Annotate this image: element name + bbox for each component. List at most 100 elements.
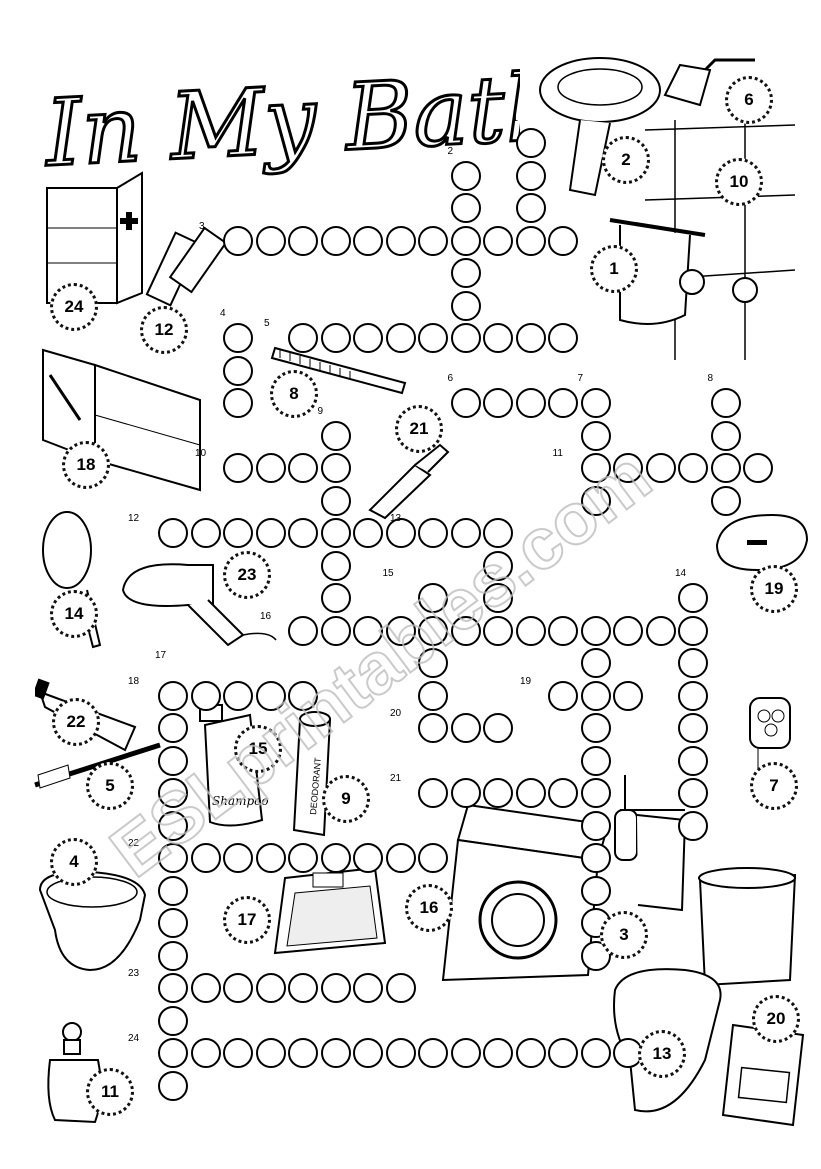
crossword-cell[interactable] (580, 680, 611, 711)
crossword-cell[interactable] (710, 420, 741, 451)
crossword-cell[interactable] (223, 1038, 253, 1068)
crossword-cell[interactable] (418, 1038, 448, 1068)
crossword-cell[interactable] (678, 615, 708, 646)
crossword-cell[interactable] (223, 388, 253, 418)
crossword-cell[interactable] (450, 225, 481, 256)
crossword-cell[interactable] (645, 453, 676, 483)
crossword-cell[interactable] (483, 388, 513, 418)
crossword-cell[interactable] (450, 290, 481, 321)
crossword-cell[interactable] (548, 1038, 578, 1068)
crossword-cell[interactable] (548, 225, 578, 256)
crossword-cell[interactable] (353, 615, 383, 646)
crossword-cell[interactable] (418, 323, 448, 353)
crossword-cell[interactable] (320, 583, 351, 613)
crossword-cell[interactable] (743, 453, 773, 483)
crossword-cell[interactable] (158, 778, 188, 808)
crossword-cell[interactable] (320, 323, 351, 353)
crossword-cell[interactable] (450, 1038, 481, 1068)
crossword-cell[interactable] (255, 973, 286, 1003)
crossword-cell[interactable] (158, 1070, 188, 1101)
crossword-cell[interactable] (483, 323, 513, 353)
crossword-cell[interactable] (678, 713, 708, 743)
crossword-cell[interactable] (515, 1038, 546, 1068)
crossword-cell[interactable] (320, 973, 351, 1003)
crossword-cell[interactable] (288, 973, 318, 1003)
crossword-cell[interactable] (385, 843, 416, 873)
crossword-cell[interactable] (483, 778, 513, 808)
crossword-cell[interactable] (385, 518, 416, 548)
crossword-cell[interactable] (158, 713, 188, 743)
crossword-cell[interactable] (255, 453, 286, 483)
crossword-cell[interactable] (483, 583, 513, 613)
crossword-cell[interactable] (223, 680, 253, 711)
crossword-cell[interactable] (158, 745, 188, 776)
crossword-cell[interactable] (255, 1038, 286, 1068)
crossword-cell[interactable] (450, 323, 481, 353)
crossword-cell[interactable] (158, 810, 188, 841)
crossword-cell[interactable] (223, 225, 253, 256)
crossword-cell[interactable] (223, 518, 253, 548)
crossword-cell[interactable] (613, 615, 643, 646)
crossword-cell[interactable] (450, 713, 481, 743)
crossword-cell[interactable] (288, 453, 318, 483)
crossword-cell[interactable] (158, 875, 188, 906)
crossword-cell[interactable] (158, 843, 188, 873)
crossword-cell[interactable] (255, 843, 286, 873)
crossword-cell[interactable] (548, 778, 578, 808)
crossword-cell[interactable] (483, 225, 513, 256)
crossword-cell[interactable] (548, 323, 578, 353)
crossword-cell[interactable] (418, 225, 448, 256)
crossword-cell[interactable] (515, 323, 546, 353)
crossword-cell[interactable] (385, 323, 416, 353)
crossword-cell[interactable] (158, 973, 188, 1003)
crossword-cell[interactable] (353, 973, 383, 1003)
crossword-cell[interactable] (320, 550, 351, 581)
crossword-cell[interactable] (548, 615, 578, 646)
crossword-cell[interactable] (710, 453, 741, 483)
crossword-cell[interactable] (483, 1038, 513, 1068)
crossword-cell[interactable] (678, 583, 708, 613)
crossword-cell[interactable] (418, 680, 448, 711)
crossword-cell[interactable] (483, 615, 513, 646)
crossword-cell[interactable] (580, 875, 611, 906)
crossword-cell[interactable] (515, 225, 546, 256)
crossword-cell[interactable] (223, 843, 253, 873)
crossword-cell[interactable] (190, 973, 221, 1003)
crossword-cell[interactable] (158, 518, 188, 548)
crossword-cell[interactable] (450, 615, 481, 646)
crossword-cell[interactable] (450, 160, 481, 191)
crossword-cell[interactable] (450, 778, 481, 808)
crossword-cell[interactable] (580, 420, 611, 451)
crossword-cell[interactable] (515, 388, 546, 418)
crossword-cell[interactable] (288, 615, 318, 646)
crossword-cell[interactable] (580, 810, 611, 841)
crossword-cell[interactable] (515, 128, 546, 158)
crossword-cell[interactable] (353, 225, 383, 256)
crossword-cell[interactable] (385, 973, 416, 1003)
crossword-cell[interactable] (190, 843, 221, 873)
crossword-cell[interactable] (580, 778, 611, 808)
crossword-cell[interactable] (418, 615, 448, 646)
crossword-cell[interactable] (580, 453, 611, 483)
crossword-cell[interactable] (418, 843, 448, 873)
crossword-cell[interactable] (580, 648, 611, 678)
crossword-cell[interactable] (483, 550, 513, 581)
crossword-cell[interactable] (353, 323, 383, 353)
crossword-cell[interactable] (223, 453, 253, 483)
crossword-cell[interactable] (288, 843, 318, 873)
crossword-cell[interactable] (353, 518, 383, 548)
crossword-cell[interactable] (353, 1038, 383, 1068)
crossword-cell[interactable] (450, 388, 481, 418)
crossword-cell[interactable] (613, 680, 643, 711)
crossword-cell[interactable] (678, 810, 708, 841)
crossword-cell[interactable] (580, 485, 611, 516)
crossword-cell[interactable] (190, 680, 221, 711)
crossword-cell[interactable] (645, 615, 676, 646)
crossword-cell[interactable] (515, 615, 546, 646)
crossword-cell[interactable] (515, 193, 546, 223)
crossword-cell[interactable] (158, 940, 188, 971)
crossword-cell[interactable] (385, 1038, 416, 1068)
crossword-cell[interactable] (288, 680, 318, 711)
crossword-cell[interactable] (190, 518, 221, 548)
crossword-cell[interactable] (678, 680, 708, 711)
